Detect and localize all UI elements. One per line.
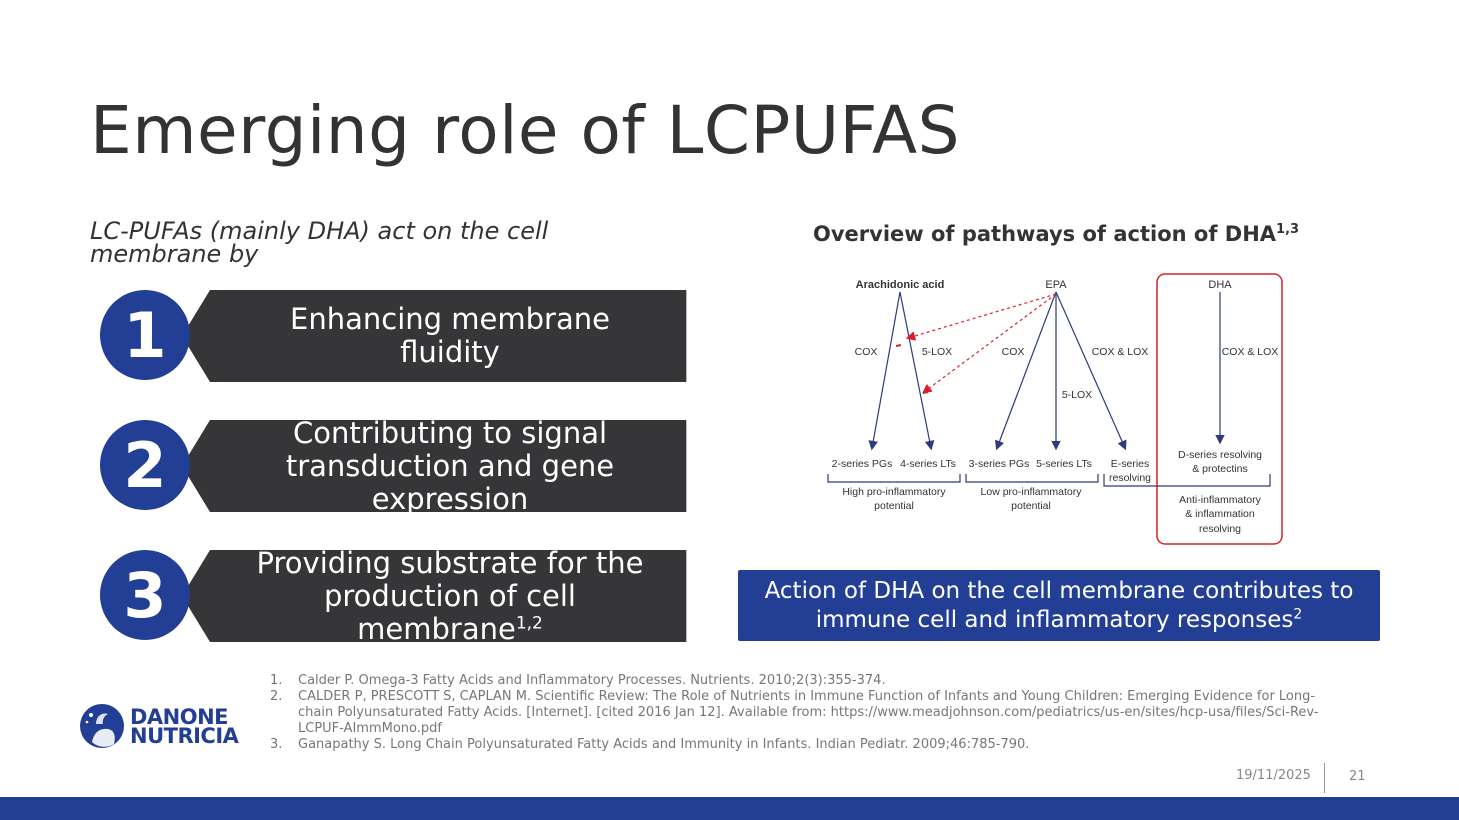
slide-date: 19/11/2025 [1236,768,1311,783]
item-banner [182,420,687,512]
item-text: Enhancing membrane fluidity [290,302,610,369]
references-list: 1.Calder P. Omega-3 Fatty Acids and Infl… [270,673,1330,753]
slide-title: Emerging role of LCPUFAS [90,92,960,169]
anti-inflammatory-label-2: & inflammation [1185,508,1255,520]
dseries-label-2: & protectins [1192,463,1247,475]
item-banner [182,550,687,642]
diagram-title-citation: 1,3 [1276,222,1300,237]
danone-nutricia-logo: DANONE NUTRICIA [78,702,248,750]
pathway-diagram: Arachidonic acid EPA DHA COX 5-LOX COX C… [827,273,1283,545]
anti-inflammatory-label-3: resolving [1199,523,1241,535]
arachidonic-acid-label: Arachidonic acid [856,279,945,291]
number-badge-3: 3 [100,550,190,640]
slide-subtitle: LC-PUFAs (mainly DHA) act on the cell me… [90,217,549,268]
lox-label-2: 5-LOX [1062,389,1092,401]
anti-inflammatory-label-1: Anti-inflammatory [1179,494,1261,506]
list-item-2: Contributing to signal transduction and … [100,415,688,516]
high-potential-label-2: potential [874,500,914,512]
pg3-label: 3-series PGs [969,458,1030,470]
low-potential-label-2: potential [1011,500,1051,512]
list-item-1: Enhancing membrane fluidity 1 [100,290,688,384]
number-badge-2: 2 [100,420,190,510]
footer-divider [1324,763,1325,793]
cox-label-2: COX [1002,346,1025,358]
cox-label-1: COX [855,346,878,358]
diagram-title: Overview of pathways of action of DHA1,3 [813,222,1300,246]
lt5-label: 5-series LTs [1036,458,1092,470]
footer-bar [0,797,1459,820]
item-banner [182,290,687,382]
callout-citation: 2 [1293,605,1303,622]
logo-head-icon [80,704,124,748]
reference-item: 1.Calder P. Omega-3 Fatty Acids and Infl… [270,673,886,688]
logo-wordmark: DANONE NUTRICIA [130,705,239,748]
high-potential-label-1: High pro-inflammatory [842,486,946,498]
reference-item: 3.Ganapathy S. Long Chain Polyunsaturate… [270,737,1030,752]
epa-label: EPA [1045,279,1067,291]
dseries-label-1: D-series resolving [1178,449,1262,461]
low-potential-label-1: Low pro-inflammatory [981,486,1083,498]
dha-highlight-box [1156,273,1283,545]
item-text: Contributing to signal transduction and … [285,415,615,516]
lox-label-1: 5-LOX [922,346,952,358]
lt4-label: 4-series LTs [900,458,956,470]
number-badge-1: 1 [100,290,190,380]
item-citation: 1,2 [515,612,543,633]
dha-action-callout: Action of DHA on the cell membrane contr… [738,570,1380,641]
reference-item: 2.CALDER P, PRESCOTT S, CAPLAN M. Scient… [270,689,1319,736]
cox-lox-label-2: COX & LOX [1092,346,1149,358]
list-item-3: Providing substrate for the production o… [100,545,688,646]
eseries-label-2: resolving [1109,472,1151,484]
dha-label: DHA [1208,279,1232,291]
page-number: 21 [1349,769,1366,784]
eseries-label-1: E-series [1111,458,1150,470]
pg2-label: 2-series PGs [832,458,893,470]
item-text: Providing substrate for the production o… [256,545,644,646]
cox-lox-label-3: COX & LOX [1222,346,1279,358]
